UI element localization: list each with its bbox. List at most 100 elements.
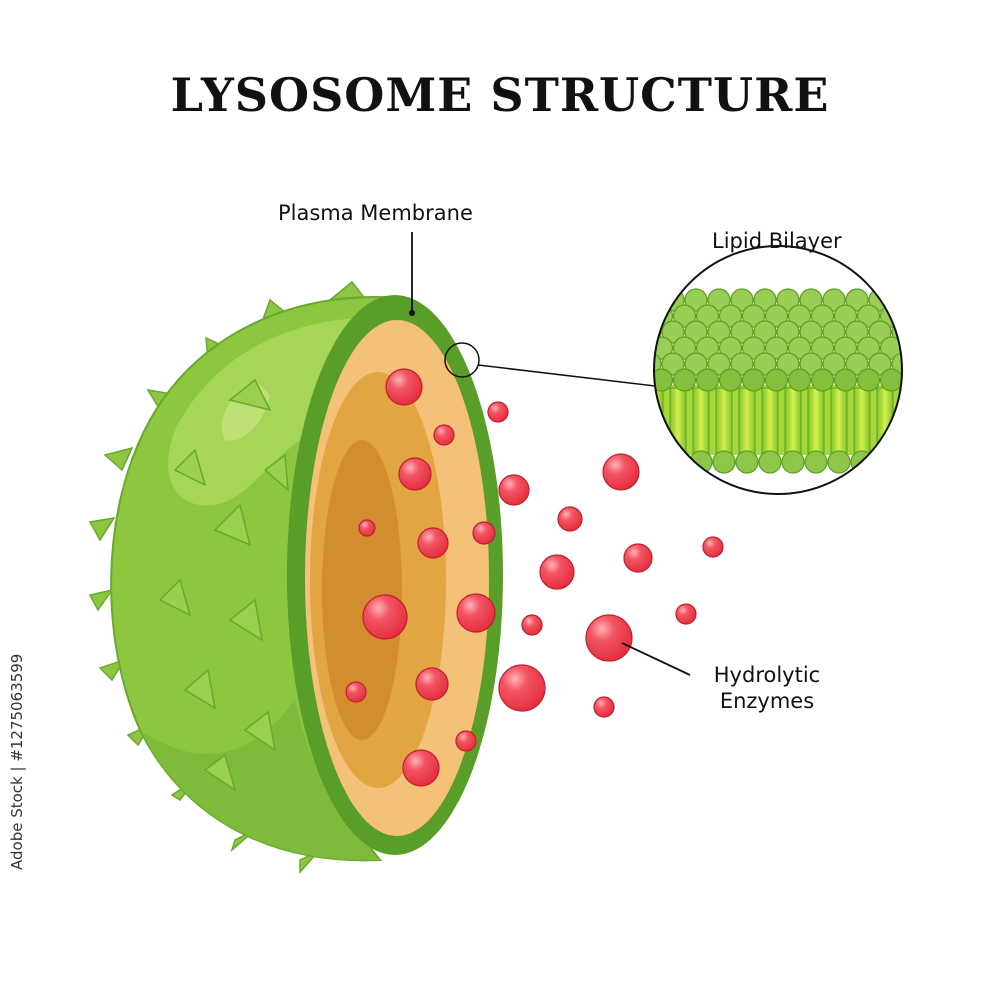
lipid-head — [868, 352, 892, 376]
lipid-head — [753, 288, 777, 312]
lipid-head — [868, 320, 892, 344]
lipid-head — [776, 288, 800, 312]
lipid-head — [776, 320, 800, 344]
label-hydrolytic-line1: Hydrolytic — [713, 663, 821, 687]
enzymes-inside — [345, 368, 496, 787]
lipid-head — [718, 304, 743, 328]
lipid-head — [873, 450, 897, 474]
lipid-head — [764, 368, 789, 392]
enzyme-sphere — [557, 506, 583, 532]
lipid-head — [845, 320, 869, 344]
enzyme-sphere — [385, 368, 423, 406]
lipid-head — [695, 336, 720, 360]
enzymes-leader — [621, 642, 691, 676]
lipid-head — [810, 368, 835, 392]
lipid-head — [741, 368, 766, 392]
lipid-head — [879, 336, 902, 360]
enzyme-sphere — [675, 603, 697, 625]
plasma-membrane-leader-dot — [409, 310, 415, 316]
lipid-head — [654, 450, 667, 474]
lipid-head — [904, 369, 926, 391]
lipid-head — [856, 304, 881, 328]
lipid-head — [891, 352, 902, 376]
lipid-head — [764, 304, 789, 328]
lipid-head — [764, 336, 789, 360]
lipid-head — [741, 304, 766, 328]
lipid-head — [879, 368, 902, 392]
interior-core — [322, 440, 402, 740]
enzyme-sphere — [415, 667, 449, 701]
lipid-head — [730, 320, 754, 344]
lipid-head — [730, 288, 754, 312]
lipid-tail — [830, 387, 848, 454]
lipid-head — [707, 352, 731, 376]
lipid-head — [753, 352, 777, 376]
label-hydrolytic-line2: Enzymes — [719, 689, 815, 713]
lipid-head — [845, 352, 869, 376]
label-hydrolytic-enzymes: Hydrolytic Enzymes — [697, 662, 837, 714]
enzyme-sphere — [345, 681, 367, 703]
enzyme-sphere — [539, 554, 575, 590]
lipid-head — [799, 288, 823, 312]
lipid-head — [684, 352, 708, 376]
lipid-head — [654, 288, 662, 312]
lipid-head — [661, 320, 685, 344]
lipid-head — [904, 337, 926, 359]
lipid-head — [833, 368, 858, 392]
enzyme-sphere — [362, 594, 408, 640]
enzyme-sphere — [456, 593, 496, 633]
lipid-head — [787, 304, 812, 328]
lipid-head — [822, 288, 846, 312]
lipid-tail — [692, 387, 710, 454]
lipid-head — [856, 336, 881, 360]
enzyme-sphere — [358, 519, 376, 537]
lipid-head — [741, 336, 766, 360]
lipid-head — [787, 336, 812, 360]
lipid-head — [707, 320, 731, 344]
enzyme-sphere — [585, 614, 633, 662]
surface-patches — [158, 378, 289, 792]
enzyme-sphere — [433, 424, 455, 446]
lipid-tail — [807, 387, 825, 454]
enzyme-sphere — [455, 730, 477, 752]
lipid-head — [776, 352, 800, 376]
lipid-head — [856, 368, 881, 392]
label-plasma-membrane: Plasma Membrane — [278, 201, 473, 225]
lipid-head — [758, 450, 782, 474]
enzyme-sphere — [487, 401, 509, 423]
zoom-marker — [444, 342, 480, 378]
lipid-head — [787, 368, 812, 392]
lipid-head — [822, 320, 846, 344]
lipid-tail — [853, 387, 871, 454]
lipid-head — [799, 320, 823, 344]
enzyme-sphere — [398, 457, 432, 491]
lipid-head — [654, 368, 674, 392]
lipid-head — [718, 368, 743, 392]
enzyme-sphere — [472, 521, 496, 545]
enzyme-sphere — [402, 749, 440, 787]
lipid-tail — [784, 387, 802, 454]
enzyme-sphere — [498, 474, 530, 506]
lipid-head — [712, 450, 736, 474]
lipid-head — [904, 305, 926, 327]
lipid-head — [827, 450, 851, 474]
lipid-head — [689, 450, 713, 474]
lipid-head — [666, 450, 690, 474]
label-lipid-bilayer: Lipid Bilayer — [712, 229, 842, 253]
lipid-head — [799, 352, 823, 376]
lipid-tail — [761, 387, 779, 454]
lipid-head — [672, 304, 697, 328]
lipid-head — [672, 368, 697, 392]
lipid-tail — [654, 387, 664, 454]
lipid-head — [845, 288, 869, 312]
lipid-head — [810, 304, 835, 328]
lipid-tail — [715, 387, 733, 454]
lipid-head — [891, 288, 902, 312]
lysosome-outer-shell — [88, 280, 404, 874]
lipid-head — [730, 352, 754, 376]
lipid-head — [718, 336, 743, 360]
lipid-bilayer-inset — [653, 245, 926, 495]
lipid-head — [672, 336, 697, 360]
lipid-head — [684, 288, 708, 312]
